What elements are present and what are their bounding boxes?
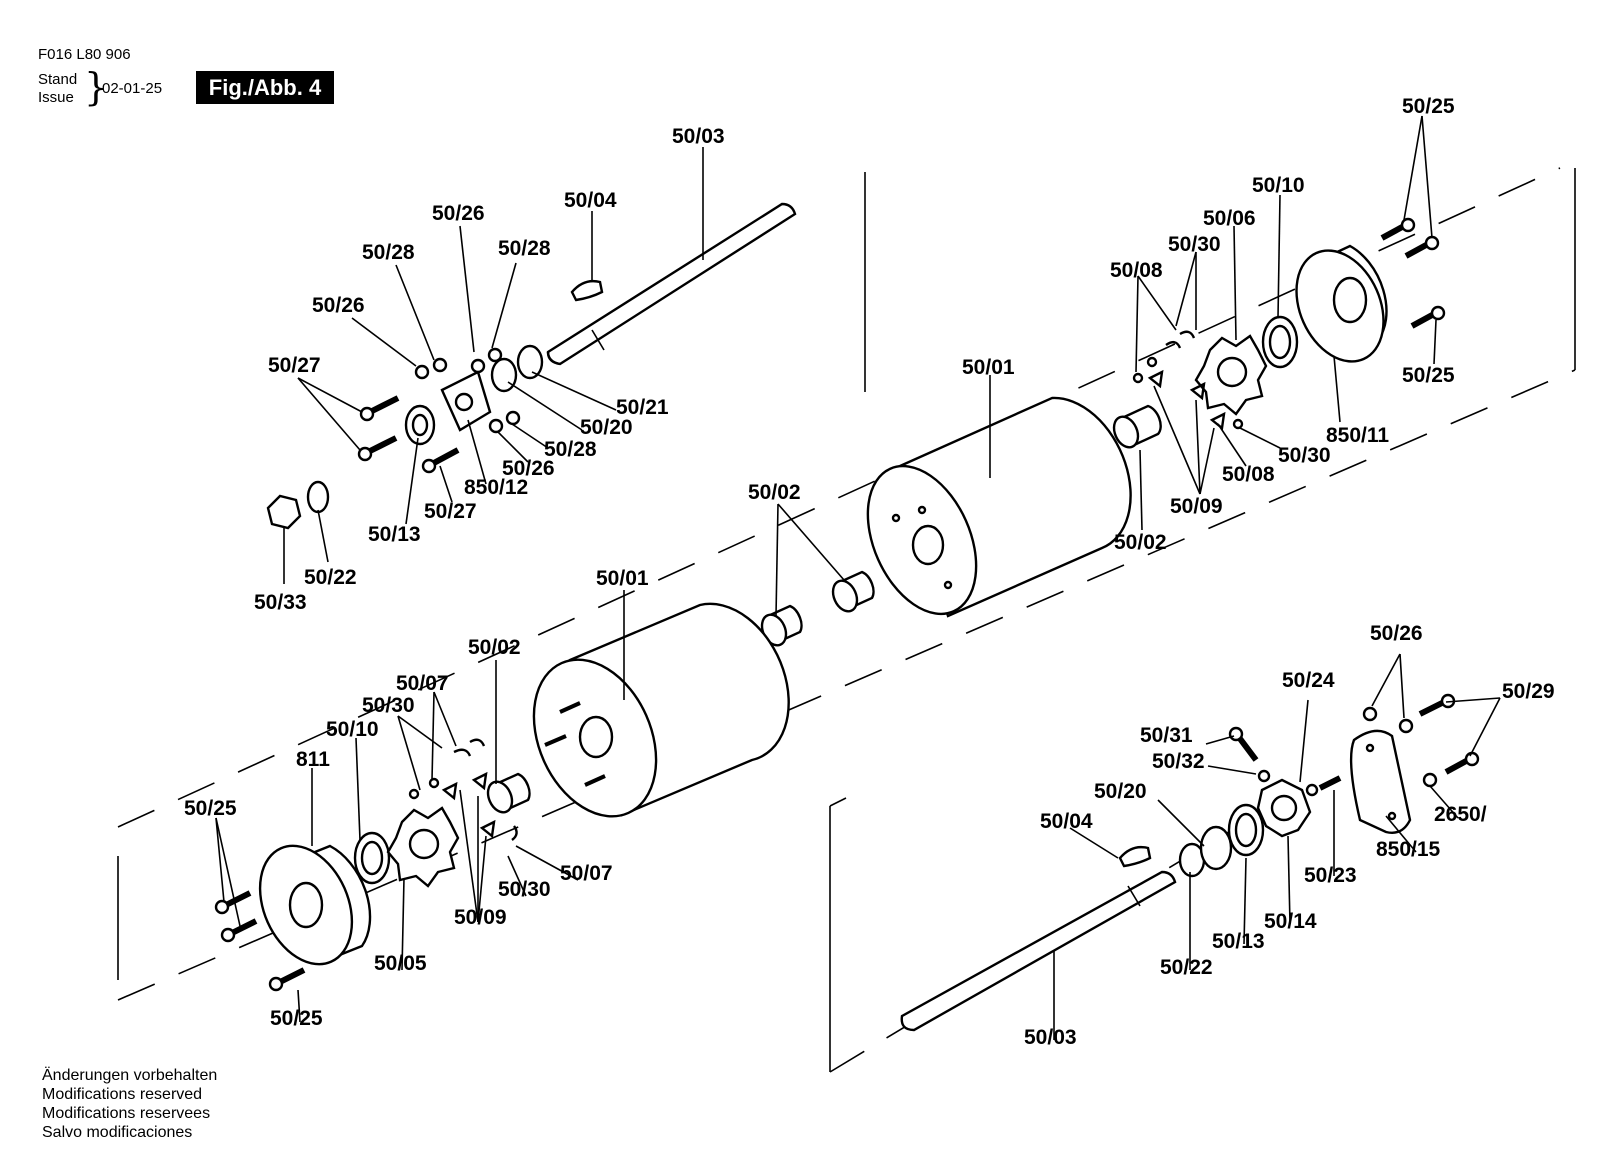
callout-label: 50/26 xyxy=(432,202,485,225)
callout-label: 50/03 xyxy=(1024,1026,1077,1049)
notice-line: Salvo modificaciones xyxy=(42,1124,193,1141)
callout-label: 50/02 xyxy=(468,636,521,659)
callout-label: 50/29 xyxy=(1502,680,1555,703)
callout-label: 50/04 xyxy=(1040,810,1093,833)
callout-label: 50/31 xyxy=(1140,724,1193,747)
callout-label: 850/11 xyxy=(1326,424,1389,447)
callout-label: 50/01 xyxy=(962,356,1015,379)
callout-label: 50/09 xyxy=(1170,495,1223,518)
callout-label: 50/30 xyxy=(1168,233,1221,256)
screws-upper-left xyxy=(357,395,460,474)
callout-label: 50/05 xyxy=(374,952,427,975)
callout-label: 50/24 xyxy=(1282,669,1335,692)
callout-label: 50/23 xyxy=(1304,864,1357,887)
figure-label: Fig./Abb. 4 xyxy=(196,71,334,104)
end-group-lower-left xyxy=(214,738,518,992)
callout-label: 50/20 xyxy=(1094,780,1147,803)
issue-label: Issue xyxy=(38,89,74,106)
callout-label: 2650/ xyxy=(1434,803,1487,826)
callout-label: 50/07 xyxy=(396,672,449,695)
callout-label: 50/30 xyxy=(362,694,415,717)
callout-label: 50/30 xyxy=(1278,444,1331,467)
callout-label: 50/10 xyxy=(326,718,379,741)
callout-label: 50/26 xyxy=(1370,622,1423,645)
callout-label: 50/20 xyxy=(580,416,633,439)
cylinder-left xyxy=(532,602,790,818)
callout-label: 50/10 xyxy=(1252,174,1305,197)
notice-line: Modifications reservees xyxy=(42,1105,211,1122)
sleeves xyxy=(486,404,1162,814)
callout-label: 50/25 xyxy=(1402,364,1455,387)
issue-date: 02-01-25 xyxy=(102,80,163,97)
callout-label: 50/28 xyxy=(362,241,415,264)
callout-label: 50/22 xyxy=(1160,956,1213,979)
callout-label: 50/04 xyxy=(564,189,617,212)
callout-label: 50/03 xyxy=(672,125,725,148)
end-group-upper-right xyxy=(1132,217,1446,431)
callout-label: 50/32 xyxy=(1152,750,1205,773)
stand-label: Stand xyxy=(38,71,78,88)
callout-label: 50/06 xyxy=(1203,207,1256,230)
end-group-lower-right xyxy=(900,693,1480,1032)
callout-label: 50/26 xyxy=(502,457,555,480)
callout-label: 50/08 xyxy=(1222,463,1275,486)
callout-label: 50/25 xyxy=(1402,95,1455,118)
notice-line: Änderungen vorbehalten xyxy=(42,1067,218,1084)
leader-lines xyxy=(215,115,1501,1040)
callout-label: 50/26 xyxy=(312,294,365,317)
callout-label: 50/25 xyxy=(184,797,237,820)
nut-and-washer xyxy=(266,480,330,530)
callout-label: 50/30 xyxy=(498,878,551,901)
callout-label: 50/22 xyxy=(304,566,357,589)
callout-label: 50/28 xyxy=(544,438,597,461)
callout-label: 50/01 xyxy=(596,567,649,590)
callout-label: 50/07 xyxy=(560,862,613,885)
callout-label: 811 xyxy=(296,748,330,771)
document-number: F016 L80 906 xyxy=(38,46,131,63)
bearing-cluster-upper-left xyxy=(404,344,544,446)
callout-label: 50/02 xyxy=(1114,531,1167,554)
shaft-upper xyxy=(546,202,797,366)
modifications-notice: Änderungen vorbehalten Modifications res… xyxy=(42,1066,217,1142)
callout-label: 850/15 xyxy=(1376,838,1441,861)
callout-label: 50/27 xyxy=(424,500,477,523)
callout-label: 50/02 xyxy=(748,481,801,504)
callout-label: 50/27 xyxy=(268,354,321,377)
cylinder-right xyxy=(866,396,1132,618)
callout-label: 50/21 xyxy=(616,396,669,419)
callout-label: 50/13 xyxy=(368,523,421,546)
callout-label: 50/13 xyxy=(1212,930,1265,953)
brace-icon: } xyxy=(84,65,109,109)
callout-label: 50/08 xyxy=(1110,259,1163,282)
callout-label: 50/28 xyxy=(498,237,551,260)
callout-label: 50/14 xyxy=(1264,910,1317,933)
callout-label: 50/09 xyxy=(454,906,507,929)
callout-label: 850/12 xyxy=(464,476,528,499)
key-upper xyxy=(570,279,604,302)
notice-line: Modifications reserved xyxy=(42,1086,203,1103)
callout-labels: 50/03 50/04 50/26 50/28 50/28 50/26 50/2… xyxy=(184,95,1555,1049)
callout-label: 50/25 xyxy=(270,1007,323,1030)
callout-label: 50/33 xyxy=(254,591,307,614)
